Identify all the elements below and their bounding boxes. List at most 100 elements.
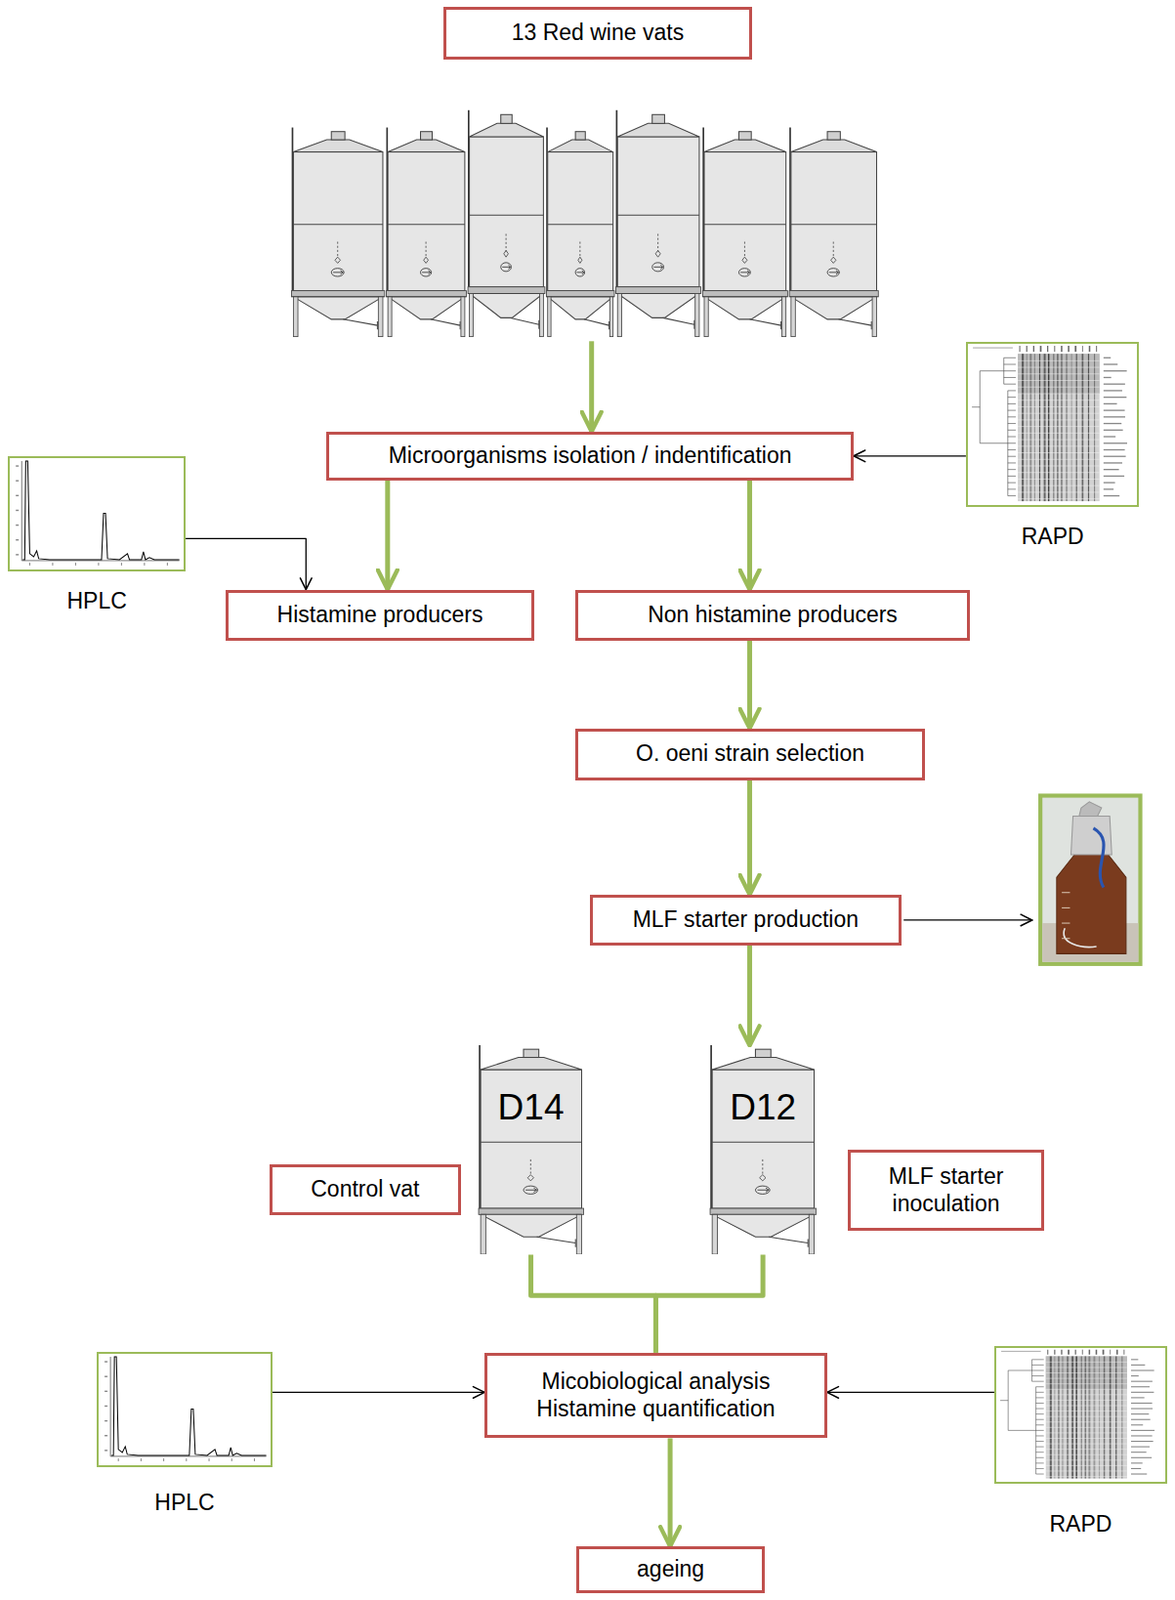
lane-mark (1103, 422, 1122, 424)
chart-axis (21, 461, 23, 561)
lane-mark (1103, 495, 1120, 497)
tank-valve (579, 241, 581, 258)
bottle-scale (1061, 923, 1070, 924)
axis-tick (15, 509, 19, 511)
axis-tick (104, 1434, 108, 1436)
dendrogram-branch (1036, 1473, 1045, 1475)
pointer-arrow (853, 455, 966, 457)
process-box: Micobiological analysis Histamine quanti… (484, 1352, 828, 1439)
process-box: Microorganisms isolation / indentificati… (326, 431, 854, 481)
tank-outlet (768, 1237, 808, 1248)
tank-valve (755, 1185, 770, 1194)
tank-cone (712, 1215, 814, 1238)
tank-lid (575, 131, 586, 140)
dendrogram-branch (1007, 389, 1016, 391)
tank-seam (469, 214, 545, 216)
lane-mark (1103, 455, 1127, 457)
tank-seam (293, 223, 383, 225)
tank-leg (480, 1215, 486, 1256)
gel-marker (1040, 345, 1043, 352)
lane-mark (1131, 1386, 1150, 1388)
gel-row (1017, 399, 1100, 401)
bottle-scale (1061, 937, 1070, 939)
lane-mark (1131, 1425, 1143, 1427)
rapd-figure (1000, 1349, 1155, 1479)
dendrogram-branch (1007, 495, 1016, 497)
axis-tick (104, 1420, 108, 1422)
lane-mark (1131, 1473, 1147, 1475)
gel-row (1046, 1416, 1128, 1418)
box-label: 13 Red wine vats (511, 19, 684, 47)
tank-seam (617, 214, 700, 216)
gel-marker (1026, 345, 1028, 352)
axis-tick (118, 1458, 120, 1462)
tank-roof (704, 139, 787, 153)
tank-valve (503, 250, 509, 257)
tank-valve (335, 256, 341, 263)
tank-symbol (616, 110, 702, 337)
dendrogram-scale (1001, 1350, 1042, 1352)
tank-valve (761, 1159, 763, 1176)
dendrogram-branch (1036, 1446, 1045, 1448)
lane-mark (1103, 442, 1128, 444)
tank-body (387, 152, 465, 292)
tank-seam (791, 223, 878, 225)
gel-row (1046, 1465, 1128, 1467)
tank-symbol (545, 127, 615, 337)
dendrogram-branch (1004, 370, 1016, 372)
gel-marker (1033, 345, 1035, 352)
lane-mark (1131, 1370, 1155, 1372)
flow-arrow (747, 945, 753, 1046)
tank-image (477, 1045, 586, 1255)
tank-valve (742, 256, 748, 263)
chart-axis (110, 1455, 266, 1457)
label-box: MLF starter inoculation (847, 1149, 1045, 1232)
gel-marker (1102, 1349, 1105, 1355)
lane-mark (1131, 1359, 1138, 1361)
process-box: MLF starter production (589, 894, 903, 946)
lane-mark (1131, 1440, 1154, 1442)
lane-mark (1103, 396, 1128, 398)
tank-valve (333, 270, 343, 275)
dendrogram-branch (1036, 1402, 1045, 1404)
tank-valve (425, 241, 427, 258)
gel-row (1017, 392, 1100, 394)
tank-leg (609, 296, 613, 337)
tank-valve (502, 264, 510, 270)
tank-leg (576, 1215, 582, 1256)
hplc-chromatogram: HPLC (7, 456, 186, 572)
dendrogram-branch (1007, 403, 1016, 405)
gel-row (1017, 386, 1100, 388)
axis-tick (140, 1458, 142, 1462)
gel-marker (1089, 345, 1092, 352)
chromatogram-trace (23, 461, 180, 560)
tank-valve (744, 241, 746, 258)
dendrogram-branch (1036, 1408, 1045, 1410)
tank-leg (617, 293, 622, 337)
tank-band (702, 291, 788, 297)
dendrogram-branch (1007, 488, 1016, 490)
tank-lid (755, 1049, 771, 1058)
dendrogram-branch (1000, 1400, 1008, 1402)
pointer-arrow (185, 538, 306, 589)
dendrogram-branch (1036, 1452, 1045, 1454)
flow-arrow (531, 1254, 657, 1352)
gel-marker (1067, 345, 1070, 352)
dendrogram-branch (1036, 1440, 1045, 1442)
gel-row (1017, 425, 1100, 427)
dendrogram-branch (1036, 1457, 1045, 1459)
gel-row (1046, 1388, 1128, 1390)
gel-row (1017, 459, 1100, 461)
dendrogram-branch (1007, 481, 1016, 483)
tank-band (616, 287, 702, 294)
tank-roof (791, 139, 878, 153)
gel-row (1017, 373, 1100, 375)
tank-leg (540, 293, 545, 337)
lane-mark (1131, 1429, 1155, 1431)
lane-mark (1131, 1435, 1153, 1437)
figure-caption: RAPD (1021, 523, 1085, 551)
tank-cone (480, 1215, 582, 1238)
process-box: O. oeni strain selection (575, 728, 925, 781)
tank-leg (791, 296, 796, 337)
tank-outlet (430, 319, 461, 330)
